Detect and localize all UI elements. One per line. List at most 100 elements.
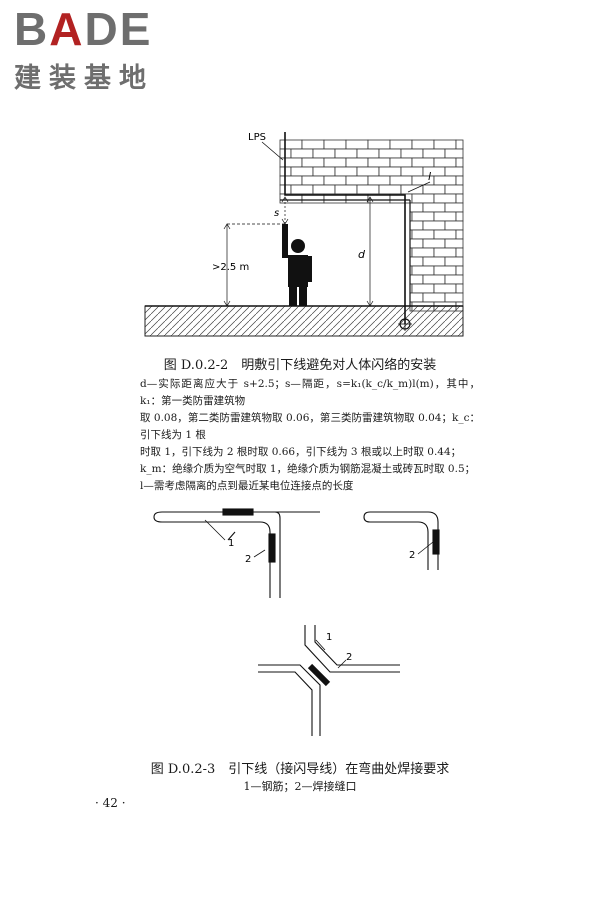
- logo-subtitle: 建装基地: [14, 63, 154, 94]
- brick: [455, 193, 464, 204]
- brick: [367, 139, 391, 150]
- brick: [422, 256, 446, 267]
- brick: [411, 157, 435, 168]
- brick: [356, 166, 380, 177]
- brick: [378, 166, 402, 177]
- brick: [433, 157, 457, 168]
- lps-label: LPS: [248, 132, 266, 143]
- brick: [409, 202, 424, 213]
- brick: [455, 157, 464, 168]
- brick: [279, 157, 303, 168]
- brick: [345, 175, 369, 186]
- brick: [422, 238, 446, 249]
- brick: [312, 184, 336, 195]
- brick: [433, 193, 457, 204]
- brick: [323, 175, 347, 186]
- brick: [334, 184, 358, 195]
- callout-rebar: 1: [228, 538, 234, 549]
- figure1-caption: 图 D.0.2-2 明敷引下线避免对人体闪络的安装: [163, 358, 437, 373]
- brick: [279, 139, 303, 150]
- brick: [411, 139, 435, 150]
- note-line: 时取 1，引下线为 2 根时取 0.66，引下线为 3 根或以上时取 0.44；: [140, 446, 462, 458]
- brick: [409, 220, 424, 231]
- brick: [411, 283, 435, 294]
- brick: [444, 274, 464, 285]
- callout-weld: 2: [409, 550, 415, 561]
- brick: [422, 166, 446, 177]
- brick: [455, 211, 464, 222]
- brick: [367, 157, 391, 168]
- weld-detail-left: [153, 508, 320, 598]
- brick: [400, 148, 424, 159]
- brick: [444, 148, 464, 159]
- brick: [411, 247, 435, 258]
- brick: [378, 148, 402, 159]
- brick: [433, 139, 457, 150]
- brick: [411, 265, 435, 276]
- ground-slab: [144, 305, 464, 337]
- page-number: · 42 ·: [95, 796, 126, 810]
- brick: [444, 238, 464, 249]
- brick: [334, 166, 358, 177]
- brick: [433, 265, 457, 276]
- brick: [455, 283, 464, 294]
- note-line: d—实际距离应大于 s+2.5；s—隔距，s=k₁(k_c/k_m)l(m)，其…: [140, 378, 480, 407]
- figure1-notes: d—实际距离应大于 s+2.5；s—隔距，s=k₁(k_c/k_m)l(m)，其…: [140, 376, 480, 495]
- separation-label: s: [274, 208, 279, 219]
- brick: [323, 139, 347, 150]
- brick: [279, 175, 303, 186]
- brick: [345, 139, 369, 150]
- note-line: k_m：绝缘介质为空气时取 1，绝缘介质为钢筋混凝土或砖瓦时取 0.5；: [140, 463, 476, 475]
- brick: [409, 274, 424, 285]
- figure-lps-installation: LPS s l >2.5 m d: [144, 132, 464, 337]
- brick: [301, 139, 325, 150]
- brick: [400, 166, 424, 177]
- brick: [444, 292, 464, 303]
- brick: [444, 220, 464, 231]
- logo-wordmark: BADE: [14, 3, 153, 55]
- brick: [389, 157, 413, 168]
- brick: [323, 157, 347, 168]
- brick: [422, 292, 446, 303]
- brick: [422, 220, 446, 231]
- brick: [411, 193, 435, 204]
- brick: [409, 256, 424, 267]
- brick: [290, 184, 314, 195]
- brick: [433, 283, 457, 294]
- brick: [411, 229, 435, 240]
- brick: [312, 166, 336, 177]
- brick: [422, 274, 446, 285]
- brick: [389, 175, 413, 186]
- brick: [345, 157, 369, 168]
- brick: [455, 247, 464, 258]
- brick: [411, 211, 435, 222]
- callout-rebar: 1: [326, 632, 332, 643]
- brick-wall: [279, 139, 464, 312]
- person-figure: [282, 224, 312, 306]
- brick: [422, 184, 446, 195]
- brick: [356, 148, 380, 159]
- brick: [455, 139, 464, 150]
- brick: [422, 202, 446, 213]
- brick: [444, 256, 464, 267]
- brick: [290, 166, 314, 177]
- figure2-legend: 1—钢筋；2—焊接缝口: [243, 780, 357, 793]
- brick: [444, 184, 464, 195]
- weld-detail-right: [363, 511, 440, 570]
- figure-weld-bends: 1 2 2 1 2: [153, 508, 440, 736]
- brick: [433, 229, 457, 240]
- brick: [389, 139, 413, 150]
- brick: [409, 238, 424, 249]
- brick: [433, 247, 457, 258]
- brick: [301, 175, 325, 186]
- brick: [433, 211, 457, 222]
- brick: [290, 148, 314, 159]
- callout-weld: 2: [346, 652, 352, 663]
- brick: [312, 148, 336, 159]
- brick: [356, 184, 380, 195]
- brick: [455, 229, 464, 240]
- brick: [422, 148, 446, 159]
- brick: [334, 148, 358, 159]
- brick: [433, 175, 457, 186]
- callout-weld: 2: [245, 554, 251, 565]
